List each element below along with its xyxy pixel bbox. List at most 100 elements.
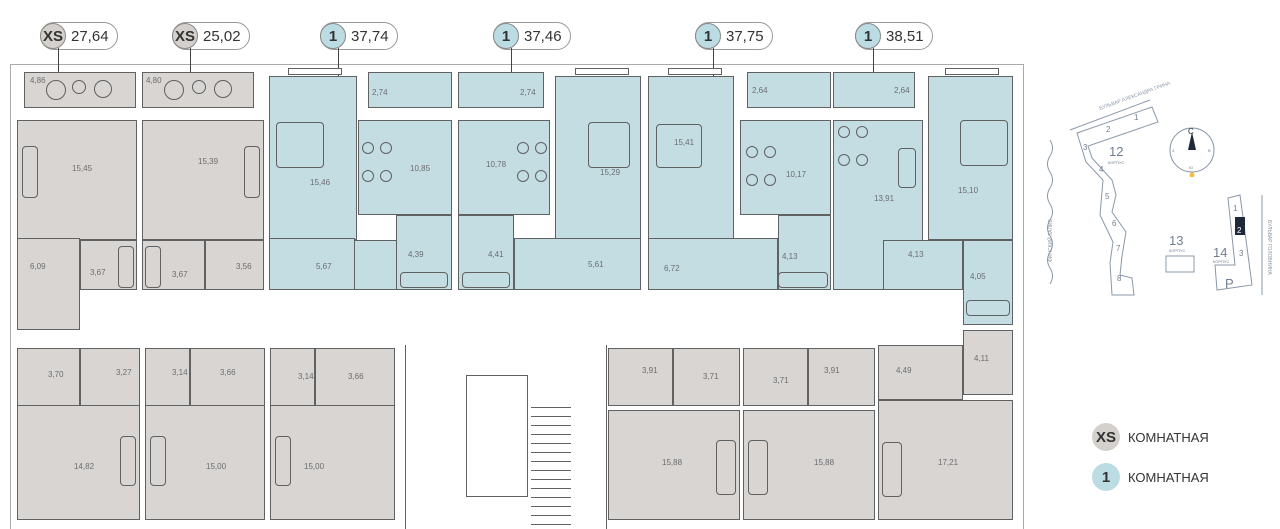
room-area: 3,14	[172, 368, 188, 377]
one-room-type-icon: 1	[1092, 463, 1120, 491]
apartment-area: 38,51	[886, 27, 924, 45]
chair-icon	[164, 80, 184, 100]
badge-pointer	[873, 48, 874, 94]
sofa-icon	[275, 436, 291, 486]
bathtub-icon	[400, 272, 448, 288]
type-icon: 1	[493, 23, 519, 49]
room-area: 4,13	[782, 252, 798, 261]
room-area: 3,66	[348, 372, 364, 381]
bed-icon	[960, 120, 1008, 166]
building-number: 13	[1169, 233, 1183, 248]
room-area: 2,64	[894, 86, 910, 95]
room-area: 10,85	[410, 164, 431, 173]
room-area: 3,91	[642, 366, 658, 375]
room-area: 2,74	[372, 88, 388, 97]
room-area: 2,74	[520, 88, 536, 97]
staircase-icon	[531, 405, 571, 525]
section-label: 6	[1112, 219, 1117, 228]
compass-south: Ю	[1189, 165, 1193, 170]
section-label: 3	[1083, 143, 1088, 152]
room-area: 4,13	[908, 250, 924, 259]
table-icon	[72, 80, 86, 94]
type-icon: 1	[695, 23, 721, 49]
type-icon: 1	[855, 23, 881, 49]
room-area: 15,29	[600, 168, 621, 177]
bed-icon	[588, 122, 630, 168]
sofa-icon	[120, 436, 136, 486]
room-area: 15,10	[958, 186, 979, 195]
room-area: 4,39	[408, 250, 424, 259]
gulf-label: ФИНСКИЙ ЗАЛИВ	[1046, 219, 1054, 262]
room-area: 3,67	[172, 270, 188, 279]
room-area: 4,80	[146, 76, 162, 85]
site-plan: БУЛЬВАР АЛЕКСАНДРА ГРИНА ФИНСКИЙ ЗАЛИВ Б…	[1046, 80, 1272, 296]
apartment-area: 27,64	[71, 27, 109, 45]
legend-item-xs: XS КОМНАТНАЯ	[1092, 423, 1209, 451]
room-area: 3,27	[116, 368, 132, 377]
badge-pointer	[58, 48, 59, 94]
corpus-label: КОРПУС	[1213, 259, 1229, 264]
room-area: 10,17	[786, 170, 807, 179]
room-area: 3,71	[773, 376, 789, 385]
xs-type-icon: XS	[1092, 423, 1120, 451]
bathtub-icon	[145, 246, 161, 288]
section-label: 7	[1116, 244, 1121, 253]
section-label-selected: 2	[1237, 226, 1242, 235]
room-area: 14,82	[74, 462, 95, 471]
compass-west: З	[1172, 148, 1175, 153]
section-label: 3	[1239, 249, 1244, 258]
room-area: 2,64	[752, 86, 768, 95]
bathtub-icon	[462, 272, 510, 288]
sofa-icon	[716, 440, 736, 495]
section-label: 2	[1106, 125, 1111, 134]
type-icon: XS	[40, 23, 66, 49]
room-area: 3,91	[824, 366, 840, 375]
sofa-icon	[748, 440, 768, 495]
section-label: 1	[1233, 204, 1238, 213]
legend-item-1: 1 КОМНАТНАЯ	[1092, 463, 1209, 491]
street-label: БУЛЬВАР АЛЕКСАНДРА ГРИНА	[1099, 80, 1172, 112]
sofa-icon	[22, 146, 38, 198]
room-area: 3,70	[48, 370, 64, 379]
room-area: 4,49	[896, 366, 912, 375]
room-area: 4,41	[488, 250, 504, 259]
sofa-icon	[150, 436, 166, 486]
apartment-badge[interactable]: XS 27,64	[40, 22, 118, 50]
building-number: 14	[1213, 245, 1227, 260]
section-label: 1	[1134, 113, 1139, 122]
room-area: 3,56	[236, 262, 252, 271]
room-area: 13,91	[874, 194, 895, 203]
chair-icon	[214, 80, 232, 98]
corpus-label: КОРПУС	[1108, 160, 1124, 165]
type-icon: 1	[320, 23, 346, 49]
room-area: 15,46	[310, 178, 331, 187]
room-area: 15,00	[304, 462, 325, 471]
compass-east: В	[1208, 148, 1211, 153]
chair-icon	[94, 80, 112, 98]
apartment-area: 37,75	[726, 27, 764, 45]
type-icon: XS	[172, 23, 198, 49]
room-area: 10,78	[486, 160, 507, 169]
sofa-icon	[882, 442, 902, 497]
apartment-area: 37,74	[351, 27, 389, 45]
stair-core	[405, 345, 607, 529]
room-area: 4,86	[30, 76, 46, 85]
room-area: 4,11	[974, 354, 989, 363]
chair-icon	[46, 80, 66, 100]
apartment-area: 37,46	[524, 27, 562, 45]
section-label: 4	[1099, 165, 1104, 174]
legend-label: КОМНАТНАЯ	[1128, 429, 1209, 445]
corpus-label: КОРПУС	[1169, 248, 1185, 253]
room-area: 3,67	[90, 268, 106, 277]
room-area: 6,09	[30, 262, 46, 271]
bed-icon	[276, 122, 324, 168]
section-label: 5	[1105, 192, 1110, 201]
room-area: 15,45	[72, 164, 93, 173]
building-number: 12	[1109, 144, 1123, 159]
bathtub-icon	[966, 300, 1010, 316]
